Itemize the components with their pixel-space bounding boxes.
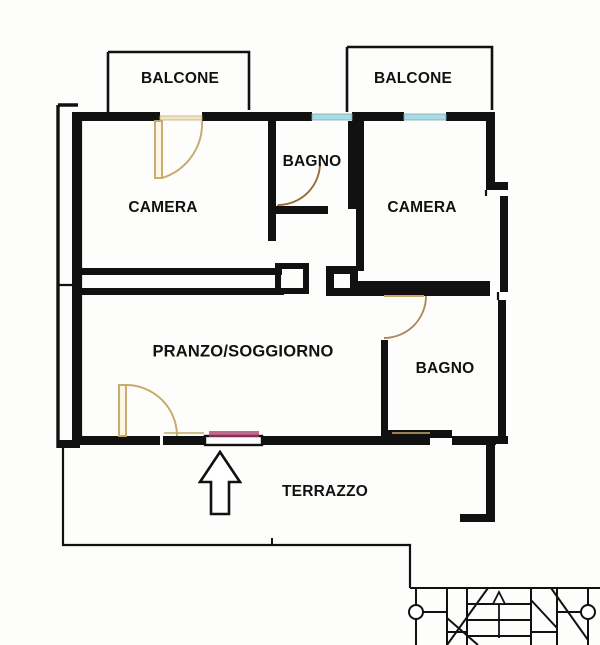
stair-direction-arrow — [491, 589, 507, 605]
door-camera-left — [154, 120, 203, 179]
window-bathroom — [311, 113, 353, 121]
window-camera-left — [159, 115, 203, 121]
windows — [159, 113, 447, 121]
window-camera-right — [403, 113, 447, 121]
entrance-direction-arrow — [197, 449, 243, 516]
highlighted-entry-door — [203, 431, 264, 447]
door-pranzo — [118, 384, 178, 437]
balcony-right-outline — [345, 45, 494, 112]
structural-walls — [58, 112, 508, 522]
door-bagno-bottom — [383, 295, 427, 339]
newel-post-right — [580, 604, 596, 620]
newel-post-left — [408, 604, 424, 620]
balcony-left-outline — [106, 50, 251, 112]
terrace-outline — [61, 447, 412, 588]
staircase-detail — [408, 587, 600, 645]
wall-inner-lines — [79, 121, 500, 436]
door-bagno-top — [277, 162, 321, 206]
